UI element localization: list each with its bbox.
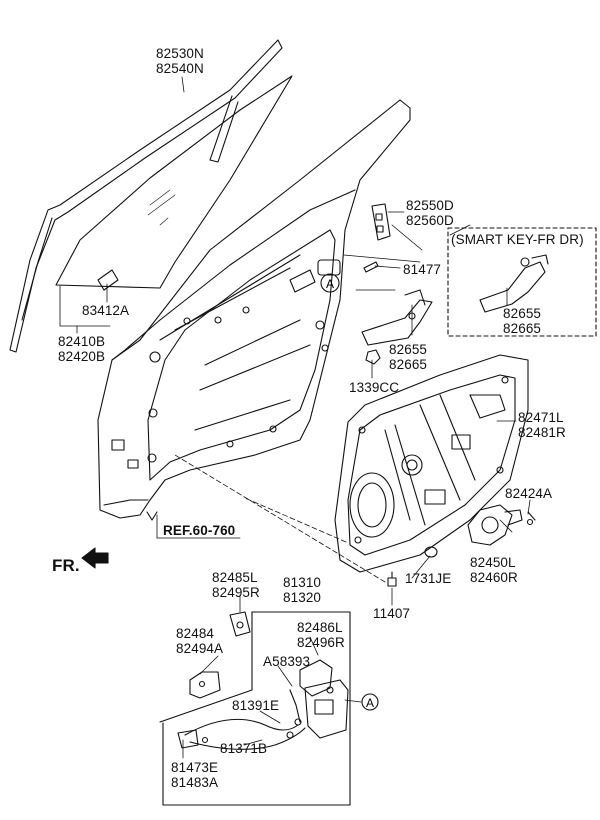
- smart-key-box: [447, 227, 597, 337]
- callout-a-upper: [320, 273, 340, 293]
- outside-handle: [361, 289, 433, 346]
- label-smart-key-title: (SMART KEY-FR DR): [451, 232, 584, 247]
- window-motor: [467, 504, 523, 546]
- door-glass: [55, 75, 293, 291]
- label-cable-upper: 81391E: [232, 698, 280, 713]
- leader-lines: [59, 76, 531, 759]
- handle-lever: [177, 729, 209, 749]
- door-frame: [97, 99, 411, 519]
- grommet: [424, 546, 438, 558]
- nut: [365, 349, 381, 365]
- latch-group-box: [162, 611, 351, 806]
- label-cable-clip: A58393: [263, 654, 311, 669]
- cables: [184, 689, 306, 750]
- label-pin: 81477: [403, 262, 442, 277]
- label-ref: REF.60-760: [163, 523, 236, 538]
- glass-run-channel: [9, 39, 283, 353]
- callout-a-lower: [361, 693, 379, 711]
- label-grommet: 1731JE: [405, 571, 452, 586]
- label-fr: FR.: [52, 556, 80, 575]
- smart-key-handle: [479, 254, 549, 313]
- callout-a-upper-text: A: [326, 277, 334, 291]
- rod-cover: [299, 659, 333, 697]
- label-cable-lower: 81371B: [220, 741, 268, 756]
- latch-assembly: [304, 679, 349, 739]
- upper-bracket: [371, 203, 391, 241]
- label-bolt: 11407: [373, 606, 411, 621]
- fr-arrow: [81, 547, 109, 569]
- small-screw: [527, 511, 536, 521]
- label-glass-bracket: 83412A: [82, 303, 130, 318]
- label-nut: 1339CC: [349, 380, 400, 395]
- module-panel: [334, 354, 529, 573]
- bolt: [387, 571, 397, 587]
- label-small-screw: 82424A: [505, 486, 553, 501]
- pin: [363, 261, 379, 273]
- callout-a-lower-text: A: [366, 696, 374, 710]
- ref-arrow: [146, 511, 158, 521]
- inside-handle-bracket: [189, 671, 221, 699]
- inner-handle-top: [229, 611, 251, 637]
